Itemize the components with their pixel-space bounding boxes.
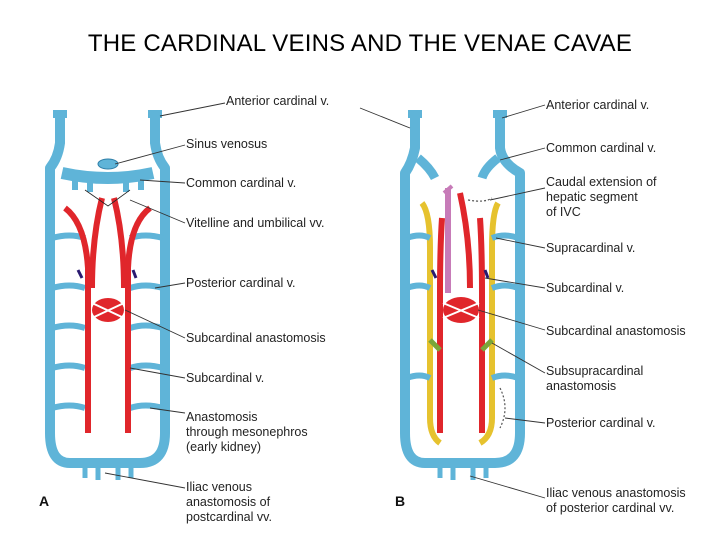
label-a-iliac-line-2: anastomosis of [186, 495, 271, 509]
label-a-iliac: Iliac venous anastomosis of postcardinal… [186, 480, 272, 525]
panel-b-drawing [400, 110, 525, 480]
label-b-caudal-extension-line-3: of IVC [546, 205, 581, 219]
page-title: THE CARDINAL VEINS AND THE VENAE CAVAE [87, 30, 633, 57]
label-b-iliac-line-2: of posterior cardinal vv. [546, 501, 675, 515]
panel-a-cardinal-frame [45, 118, 170, 468]
label-a-mesonephros-line-1: Anastomosis [186, 410, 258, 424]
leader-lines [104, 102, 546, 499]
label-b-iliac: Iliac venous anastomosis of posterior ca… [546, 486, 686, 516]
label-b-subcardinal: Subcardinal v. [546, 281, 625, 295]
label-b-common-cardinal: Common cardinal v. [546, 141, 657, 155]
panel-a-transverse-anastomoses [51, 232, 164, 411]
label-b-supracardinal: Supracardinal v. [546, 241, 636, 255]
label-a-posterior-cardinal: Posterior cardinal v. [186, 276, 296, 290]
label-b-posterior-cardinal: Posterior cardinal v. [546, 416, 656, 430]
panel-b-supracardinal-veins [419, 201, 501, 446]
label-a-iliac-line-3: postcardinal vv. [186, 510, 272, 524]
panel-b-letter: B [395, 493, 406, 509]
label-a-mesonephros-line-2: through mesonephros [186, 425, 308, 439]
panel-b-subsupracardinal-anastomosis [428, 338, 494, 352]
vein-diagram [45, 102, 546, 499]
panel-a-letter: A [39, 493, 50, 509]
label-b-caudal-extension-line-1: Caudal extension of [546, 175, 657, 189]
diagram-figure: Anterior cardinal v. Sinus venosus Commo… [30, 88, 710, 536]
label-a-sinus-venosus: Sinus venosus [186, 137, 268, 151]
panel-a-drawing [45, 110, 170, 480]
panel-a-subcardinal-anastomosis [91, 298, 125, 322]
panel-b-subcardinal-veins [437, 192, 485, 433]
label-a-anterior-cardinal: Anterior cardinal v. [226, 94, 330, 108]
panel-b-cardinal-frame [400, 118, 525, 468]
label-b-anterior-cardinal: Anterior cardinal v. [546, 98, 650, 112]
label-a-subcardinal: Subcardinal v. [186, 371, 265, 385]
label-b-caudal-extension-line-2: hepatic segment [546, 190, 638, 204]
label-b-subsupracardinal-line-1: Subsupracardinal [546, 364, 644, 378]
label-b-caudal-extension: Caudal extension of hepatic segment of I… [546, 175, 657, 220]
label-a-iliac-line-1: Iliac venous [186, 480, 253, 494]
panel-b-subcardinal-anastomosis [442, 297, 480, 323]
label-b-subcardinal-anastomosis: Subcardinal anastomosis [546, 324, 686, 338]
label-a-mesonephros-line-3: (early kidney) [186, 440, 262, 454]
panel-a-sinus-venosus [60, 167, 155, 184]
label-a-mesonephros: Anastomosis through mesonephros (early k… [186, 410, 308, 455]
panel-a-subcardinal-veins [63, 197, 152, 433]
label-b-subsupracardinal: Subsupracardinal anastomosis [546, 364, 643, 394]
label-a-subcardinal-anastomosis: Subcardinal anastomosis [186, 331, 326, 345]
label-a-common-cardinal: Common cardinal v. [186, 176, 297, 190]
label-b-subsupracardinal-line-2: anastomosis [546, 379, 617, 393]
label-a-vitelline-umbilical: Vitelline and umbilical vv. [186, 216, 325, 230]
label-b-iliac-line-1: Iliac venous anastomosis [546, 486, 686, 500]
